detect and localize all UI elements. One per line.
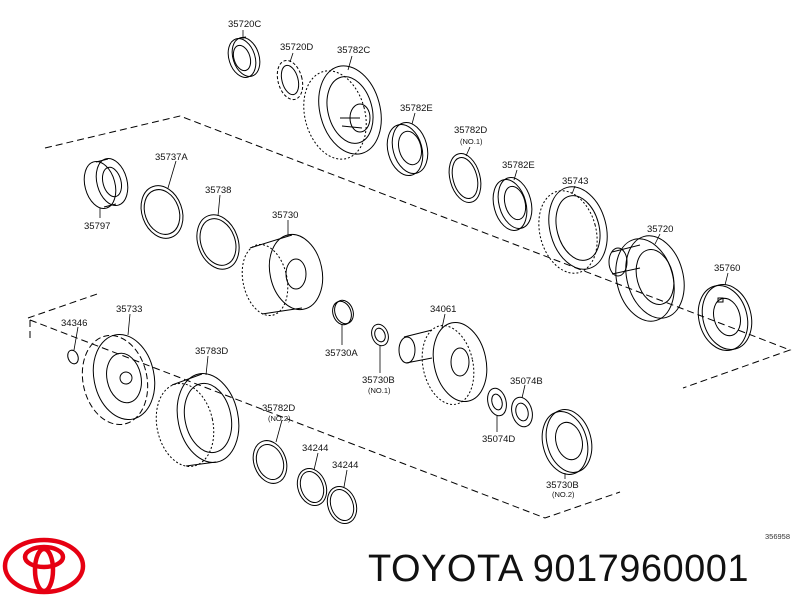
o-ring-34244-b	[326, 486, 358, 524]
label-34061: 34061	[430, 304, 456, 315]
sprocket-35733	[81, 333, 156, 426]
ring-gear-35743	[538, 186, 608, 274]
sublabel-35730b-no1: (NO.1)	[368, 386, 391, 395]
clutch-35760	[697, 284, 753, 351]
label-35782e-a: 35782E	[400, 103, 433, 114]
label-35733: 35733	[116, 304, 142, 315]
sublabel-35782d-no2: (NO.2)	[268, 414, 291, 423]
toyota-logo-icon	[2, 537, 86, 595]
label-35720c: 35720C	[228, 19, 261, 30]
washer-35730b-no2	[541, 409, 593, 475]
assembly-frame-lower	[27, 292, 621, 519]
sublabel-35782d-no1: (NO.1)	[460, 137, 483, 146]
label-34244-b: 34244	[332, 460, 358, 471]
label-35783d: 35783D	[195, 346, 228, 357]
shaft-34061	[398, 322, 488, 405]
label-35074b: 35074B	[510, 376, 543, 387]
label-35782c: 35782C	[337, 45, 370, 56]
gear-35782c	[303, 65, 382, 160]
assembly-frame-upper	[44, 115, 792, 389]
label-35782d-no2: 35782D	[262, 403, 295, 414]
label-34244-a: 34244	[302, 443, 328, 454]
drum-35783d	[155, 373, 240, 467]
label-35760: 35760	[714, 263, 740, 274]
diagram-ref-code: 356958	[765, 532, 790, 541]
ring-35737a	[140, 185, 184, 239]
ring-35738	[196, 214, 240, 270]
carrier-35720	[608, 235, 685, 322]
label-35730a: 35730A	[325, 348, 358, 359]
bearing-35782e-b	[492, 177, 533, 231]
washer-35730b-no1	[371, 323, 389, 347]
o-ring-34244-a	[296, 468, 328, 506]
brand-name: TOYOTA	[368, 548, 522, 590]
snap-ring-35782d-no1	[448, 153, 482, 203]
bearing-35074b	[511, 396, 533, 428]
bearing-35782e-a	[386, 122, 429, 176]
label-35730b-no1: 35730B	[362, 375, 395, 386]
bearing-35074d	[487, 387, 507, 417]
label-35720: 35720	[647, 224, 673, 235]
label-35743: 35743	[562, 176, 588, 187]
leader-lines	[73, 30, 729, 488]
snap-ring-35720d	[276, 59, 304, 101]
label-35074d: 35074D	[482, 434, 515, 445]
sublabel-35730b-no2: (NO.2)	[552, 490, 575, 499]
snap-ring-34346	[67, 349, 79, 365]
snap-ring-35782d-no2	[252, 440, 288, 484]
label-35797: 35797	[84, 221, 110, 232]
washer-35730a	[332, 299, 354, 326]
seal-35720c	[227, 36, 261, 78]
drum-35730	[241, 233, 324, 317]
label-34346: 34346	[61, 318, 87, 329]
label-35737a: 35737A	[155, 152, 188, 163]
label-35730b-no2: 35730B	[546, 480, 579, 491]
part-number: 9017960001	[532, 548, 750, 590]
label-35738: 35738	[205, 185, 231, 196]
label-35782d-no1: 35782D	[454, 125, 487, 136]
label-35730: 35730	[272, 210, 298, 221]
label-35720d: 35720D	[280, 42, 313, 53]
bearing-35797	[83, 157, 129, 210]
brand-part-number: TOYOTA 9017960001	[368, 548, 749, 591]
label-35782e-b: 35782E	[502, 160, 535, 171]
